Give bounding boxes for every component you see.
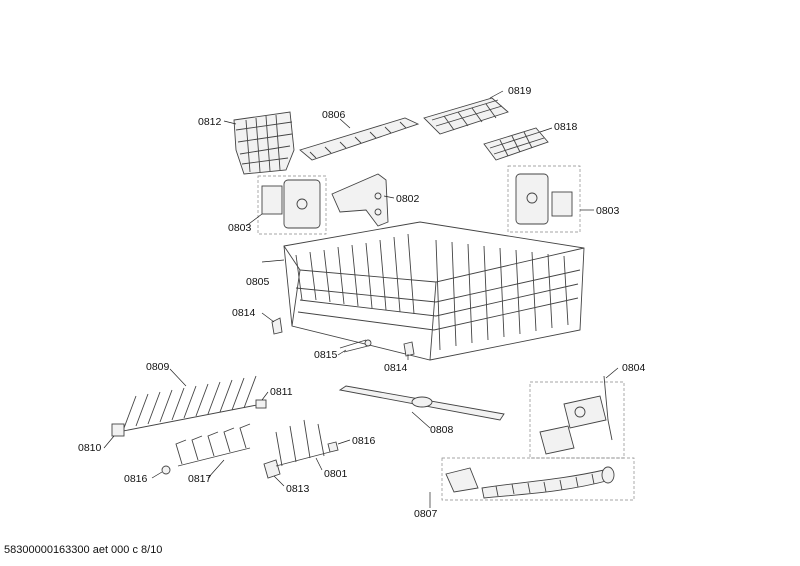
part-0804-connector-assembly[interactable] xyxy=(529,367,625,459)
part-0818-tine-rack[interactable] xyxy=(483,127,553,161)
part-0816-small-clip[interactable] xyxy=(151,465,171,479)
label-0804: 0804 xyxy=(622,362,646,374)
label-0811: 0811 xyxy=(270,386,293,398)
label-0814-left: 0814 xyxy=(232,307,256,319)
part-0814-clip-left[interactable] xyxy=(261,312,283,335)
label-0802: 0802 xyxy=(396,193,420,205)
label-0817: 0817 xyxy=(188,473,212,485)
part-0806-rail[interactable] xyxy=(299,117,420,161)
part-0814-clip-right[interactable] xyxy=(403,341,415,360)
label-0815: 0815 xyxy=(314,349,338,361)
part-0811-end-cap[interactable] xyxy=(255,391,269,409)
label-0806: 0806 xyxy=(322,109,346,121)
label-0807: 0807 xyxy=(414,508,438,520)
document-footer: 58300000163300 aet 000 c 8/10 xyxy=(4,544,163,556)
label-0801: 0801 xyxy=(324,468,348,480)
part-0812-cutlery-basket[interactable] xyxy=(223,111,295,175)
label-0812: 0812 xyxy=(198,116,222,128)
part-0805-upper-basket[interactable] xyxy=(261,221,585,361)
part-0815-pin[interactable] xyxy=(337,339,372,356)
part-0803-right-holder[interactable] xyxy=(507,165,594,233)
part-0801-tine-set[interactable] xyxy=(275,419,331,471)
label-0819: 0819 xyxy=(508,85,532,97)
part-0803-left-holder[interactable] xyxy=(245,175,327,235)
label-0818: 0818 xyxy=(554,121,578,133)
part-0808-spray-arm[interactable] xyxy=(338,385,505,429)
label-0816-right: 0816 xyxy=(352,435,376,447)
label-0803-left: 0803 xyxy=(228,222,252,234)
part-0817-flap-tines[interactable] xyxy=(175,423,251,479)
label-0810: 0810 xyxy=(78,442,102,454)
part-0810-hinge[interactable] xyxy=(103,423,125,449)
label-0805: 0805 xyxy=(246,276,270,288)
part-0819-tine-rack[interactable] xyxy=(423,90,509,135)
part-0809-tine-row[interactable] xyxy=(117,368,263,433)
label-0809: 0809 xyxy=(146,361,170,373)
label-0808: 0808 xyxy=(430,424,454,436)
label-0803-right: 0803 xyxy=(596,205,620,217)
label-0814-right: 0814 xyxy=(384,362,408,374)
part-0816-clip-right[interactable] xyxy=(327,439,351,453)
label-0813: 0813 xyxy=(286,483,310,495)
part-0802-bracket[interactable] xyxy=(331,173,395,227)
label-0816-left: 0816 xyxy=(124,473,148,485)
part-0807-hose[interactable] xyxy=(429,457,635,508)
part-0813-clip[interactable] xyxy=(263,459,285,487)
